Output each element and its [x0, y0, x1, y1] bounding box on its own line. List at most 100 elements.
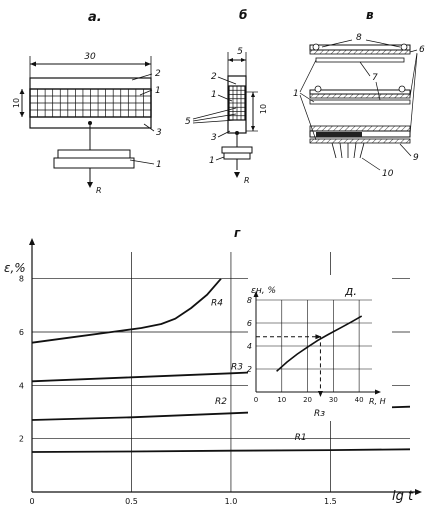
panel-v-leader-1b — [299, 92, 315, 103]
chart-g-series-label: R3 — [231, 362, 243, 372]
chart-g-ylabel: ε,% — [4, 261, 26, 275]
panel-b-weight-base — [223, 152, 251, 160]
panel-a-force-label: R — [96, 186, 102, 195]
panel-b-leader-5c — [192, 119, 237, 124]
panel-v-callout-10: 10 — [382, 169, 394, 179]
panel-v-leader-8a — [321, 39, 353, 48]
panel-v: в 8 6 7 1 — [293, 8, 425, 179]
chart-d-xtick-label: 10 — [277, 396, 286, 404]
panel-b-grid-lines — [229, 86, 245, 120]
panel-b-leader-2 — [217, 76, 237, 85]
chart-d-ytick-label: 8 — [247, 296, 252, 305]
panel-v-callout-7: 7 — [372, 73, 378, 83]
chart-d-xtick-label: 40 — [355, 396, 364, 404]
chart-g-xtick-label: 0.5 — [125, 497, 138, 506]
panel-b-width-label: 5 — [237, 47, 243, 57]
chart-d-x-axis-arrow — [375, 389, 381, 395]
panel-a-clamp-point — [88, 121, 92, 125]
panel-b-leader-5a — [192, 107, 237, 120]
chart-g-y-axis-arrow — [29, 238, 35, 245]
panel-a-callout-2: 2 — [155, 69, 161, 79]
chart-d-xtick-label: 20 — [303, 396, 312, 404]
panel-v-leader-6c — [409, 53, 418, 136]
panel-b-weight-plate — [221, 146, 253, 154]
chart-d-ytick-label: 6 — [247, 319, 252, 328]
panel-v-mid-bolt-left — [314, 85, 322, 93]
panel-b-width-arrows — [228, 58, 246, 62]
chart-g-series-label: R1 — [295, 433, 307, 443]
chart-g-xtick-label: 1.5 — [324, 497, 337, 506]
panel-v-leader-6b — [409, 52, 418, 98]
panel-b: б 5 10 R 2 1 5 3 1 — [185, 8, 268, 185]
panel-a-weight-plate — [57, 149, 131, 159]
panel-b-force-arrow — [234, 172, 240, 178]
panel-v-top-strip — [315, 57, 405, 63]
panel-a-leader-2 — [131, 73, 153, 81]
chart-g-xtick-label: 0 — [29, 497, 34, 506]
chart-d-xtick-label: 0 — [254, 396, 258, 404]
chart-d-ytick-label: 4 — [247, 342, 252, 351]
panel-b-height-label: 10 — [259, 104, 268, 114]
chart-d-ytick-label: 2 — [247, 365, 252, 374]
panel-b-clamp-point — [235, 131, 239, 135]
panel-a-callout-1: 1 — [155, 86, 161, 96]
chart-g-panel-letter: г — [234, 226, 241, 240]
chart-d-reading-arrow — [317, 391, 323, 397]
chart-g-ytick-label: 6 — [19, 328, 24, 337]
chart-d-ylabel: εн, % — [251, 286, 276, 296]
panel-v-leader-1c — [299, 94, 317, 141]
panel-v-leader-10 — [361, 157, 381, 171]
chart-g-series-label: R4 — [211, 298, 223, 308]
chart-d-annotation-label: Rз — [314, 409, 325, 419]
panel-v-leader-9 — [399, 143, 412, 157]
chart-g-xtick-label: 1.0 — [225, 497, 238, 506]
chart-d-inset: д. εн, % R, Н Rз 0 10 20 30 40 2 4 6 8 — [247, 275, 392, 421]
chart-g-series-r4 — [31, 278, 222, 344]
chart-d-panel-letter: д. — [344, 284, 357, 298]
panel-a-callout-1b: 1 — [156, 160, 162, 170]
panel-v-mid-bolt-right — [398, 85, 406, 93]
panel-v-top-layer — [309, 49, 411, 55]
panel-v-top-bolt-right — [400, 43, 408, 51]
panel-b-callout-1: 1 — [211, 90, 217, 100]
panel-v-bottom-layer — [309, 138, 411, 144]
panel-v-callout-6: 6 — [419, 45, 425, 55]
panel-a-leader-1b — [129, 159, 155, 165]
panel-v-callout-8: 8 — [356, 33, 362, 43]
panel-v-leader-7a — [359, 61, 371, 77]
panel-v-leader-1a — [299, 59, 317, 93]
chart-d-y-axis-arrow — [253, 291, 259, 297]
panel-a-callout-3: 3 — [156, 128, 162, 138]
chart-g-series-label: R2 — [215, 397, 227, 407]
panel-b-leader-1b — [215, 156, 225, 161]
chart-d-series-line — [276, 315, 363, 372]
panel-a-leader-1 — [139, 89, 153, 96]
panel-b-letter: б — [239, 8, 247, 22]
chart-g-series-r1 — [31, 448, 411, 453]
chart-d-xtick-label: 30 — [329, 396, 338, 404]
panel-v-callout-1: 1 — [293, 89, 299, 99]
panel-v-leader-6a — [409, 49, 418, 53]
panel-b-leader-5b — [192, 113, 237, 122]
panel-a-width-label: 30 — [84, 52, 96, 62]
panel-v-heat-lines — [331, 142, 365, 159]
panel-v-letter: в — [366, 8, 374, 22]
panel-v-leader-8b — [365, 39, 401, 48]
panel-v-bottom-top-layer — [309, 125, 411, 132]
panel-b-leader-1 — [217, 94, 233, 102]
chart-g-ytick-label: 2 — [19, 435, 24, 444]
chart-g-ytick-label: 4 — [19, 381, 24, 390]
panel-b-callout-2: 2 — [211, 72, 217, 82]
panel-b-force-label: R — [244, 176, 250, 185]
panel-a-letter: а. — [88, 10, 102, 25]
panel-a: а. 30 10 R 2 1 3 1 — [12, 10, 162, 195]
chart-d-xlabel: R, Н — [369, 397, 386, 406]
chart-d-background — [248, 275, 392, 421]
panel-v-mid-layer — [309, 93, 411, 99]
panel-v-mid-plate — [309, 89, 411, 95]
chart-g-ytick-label: 8 — [19, 275, 24, 284]
panel-b-leader-3 — [217, 130, 231, 138]
panel-v-leader-7b — [375, 81, 381, 101]
panel-v-mid-strip — [309, 99, 411, 105]
